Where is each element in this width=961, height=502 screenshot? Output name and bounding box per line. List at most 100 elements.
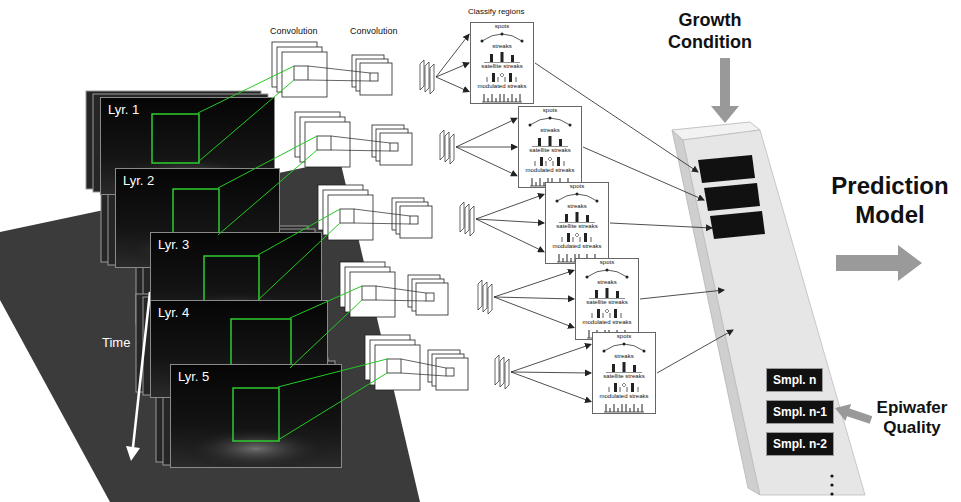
diffraction-streak bbox=[239, 392, 241, 451]
modulation-tick bbox=[606, 404, 607, 412]
streak-bar bbox=[584, 233, 587, 242]
pattern-label: spots bbox=[600, 259, 614, 279]
feature-map bbox=[282, 52, 327, 97]
diffraction-streak bbox=[159, 118, 161, 173]
dense-layer bbox=[483, 282, 487, 312]
satellite-line bbox=[535, 161, 536, 166]
pattern-label: spots bbox=[617, 333, 631, 353]
region-of-interest bbox=[204, 256, 259, 301]
modulation-tick bbox=[508, 98, 509, 102]
time-arrow-shaft bbox=[133, 292, 150, 447]
feature-arrow bbox=[535, 63, 698, 172]
streak-bar bbox=[567, 233, 570, 242]
satellite-line bbox=[603, 313, 604, 318]
layer-label: Lyr. 3 bbox=[158, 237, 189, 252]
class-arrow bbox=[494, 297, 574, 299]
pattern-label: satellite streaks bbox=[481, 63, 522, 83]
feature-map bbox=[272, 42, 317, 87]
modulation-tick bbox=[532, 178, 533, 186]
class-arrow bbox=[494, 270, 574, 297]
class-arrow bbox=[436, 34, 469, 77]
feature-arrow bbox=[640, 290, 724, 299]
modulation-tick bbox=[496, 98, 497, 102]
modulation-tick bbox=[630, 408, 631, 412]
receptive-field-line bbox=[258, 223, 340, 300]
classification-panel: spotsstreakssatellite streaksmodulated s… bbox=[518, 106, 582, 188]
modulation-tick bbox=[512, 94, 513, 102]
modulation-tick bbox=[626, 404, 627, 412]
continuation-dot bbox=[830, 483, 833, 486]
streak-bar bbox=[616, 291, 619, 298]
pattern-label: streaks bbox=[597, 279, 616, 299]
diffraction-streak bbox=[191, 118, 193, 173]
layer-label: Lyr. 1 bbox=[108, 102, 139, 117]
receptive-field-line bbox=[198, 80, 294, 162]
streak-bar bbox=[614, 383, 617, 392]
spot-dot bbox=[586, 276, 589, 279]
spot-dot bbox=[569, 124, 572, 127]
spot-dot bbox=[481, 40, 484, 43]
continuation-dot bbox=[830, 474, 833, 477]
class-arrow bbox=[456, 118, 517, 147]
streak-bar bbox=[540, 157, 543, 166]
diffraction-streak bbox=[263, 392, 265, 451]
classification-panel: spotsstreakssatellite streaksmodulated s… bbox=[545, 182, 609, 264]
conv-link bbox=[376, 286, 426, 293]
classification-panel: spotsstreakssatellite streaksmodulated s… bbox=[592, 332, 656, 414]
streak-bar bbox=[623, 362, 626, 372]
feature-map bbox=[305, 122, 350, 167]
diffraction-streak bbox=[167, 118, 169, 173]
satellite-line bbox=[562, 237, 563, 242]
feature-map bbox=[436, 358, 468, 390]
satellite-line bbox=[516, 77, 517, 82]
spot-dot bbox=[529, 124, 532, 127]
feature-map bbox=[376, 129, 408, 161]
region-of-interest bbox=[233, 388, 279, 441]
pattern-label: modulated streaks bbox=[552, 243, 601, 263]
satellite-line bbox=[573, 237, 574, 242]
region-of-interest bbox=[152, 114, 199, 163]
streak-bar bbox=[633, 365, 636, 372]
satellite-line bbox=[498, 77, 499, 82]
modulation-tick bbox=[488, 98, 489, 102]
streak-bar bbox=[631, 383, 634, 392]
modulation-tick bbox=[642, 404, 643, 412]
dense-layer bbox=[460, 202, 464, 232]
modulation-tick bbox=[520, 94, 521, 102]
class-arrow bbox=[476, 219, 544, 223]
kernel-window bbox=[294, 66, 308, 80]
satellite-line bbox=[580, 237, 581, 242]
growth-arrow-head bbox=[711, 106, 739, 123]
dense-layer bbox=[425, 62, 429, 92]
satellite-diamond bbox=[575, 233, 579, 237]
feature-map bbox=[360, 63, 392, 95]
spot-dot bbox=[603, 350, 606, 353]
feature-map bbox=[392, 198, 424, 230]
spot-dot bbox=[521, 40, 524, 43]
pattern-label: satellite streaks bbox=[586, 299, 627, 319]
feature-map bbox=[416, 283, 448, 315]
satellite-line bbox=[638, 387, 639, 392]
streak-bar bbox=[549, 136, 552, 146]
modulation-tick bbox=[536, 182, 537, 186]
receptive-field-line bbox=[290, 286, 362, 318]
spot-dot bbox=[596, 200, 599, 203]
conv-link bbox=[401, 359, 446, 368]
target-label: Epiwafer Quality bbox=[866, 398, 958, 439]
feature-map bbox=[370, 340, 415, 385]
class-arrow bbox=[436, 63, 469, 77]
streak-bar bbox=[606, 288, 609, 298]
baseline bbox=[589, 298, 625, 299]
feature-map bbox=[375, 345, 420, 390]
spot-dot bbox=[549, 117, 552, 120]
conv-link bbox=[331, 136, 390, 143]
time-floor bbox=[0, 160, 420, 502]
spot-dot bbox=[623, 343, 626, 346]
kernel-window bbox=[390, 143, 398, 151]
diffraction-streak bbox=[247, 392, 249, 451]
receptive-field-line bbox=[218, 136, 317, 188]
conv-link bbox=[401, 373, 446, 376]
pattern-label: satellite streaks bbox=[603, 373, 644, 393]
spot-dot bbox=[576, 193, 579, 196]
kernel-window bbox=[387, 359, 401, 373]
